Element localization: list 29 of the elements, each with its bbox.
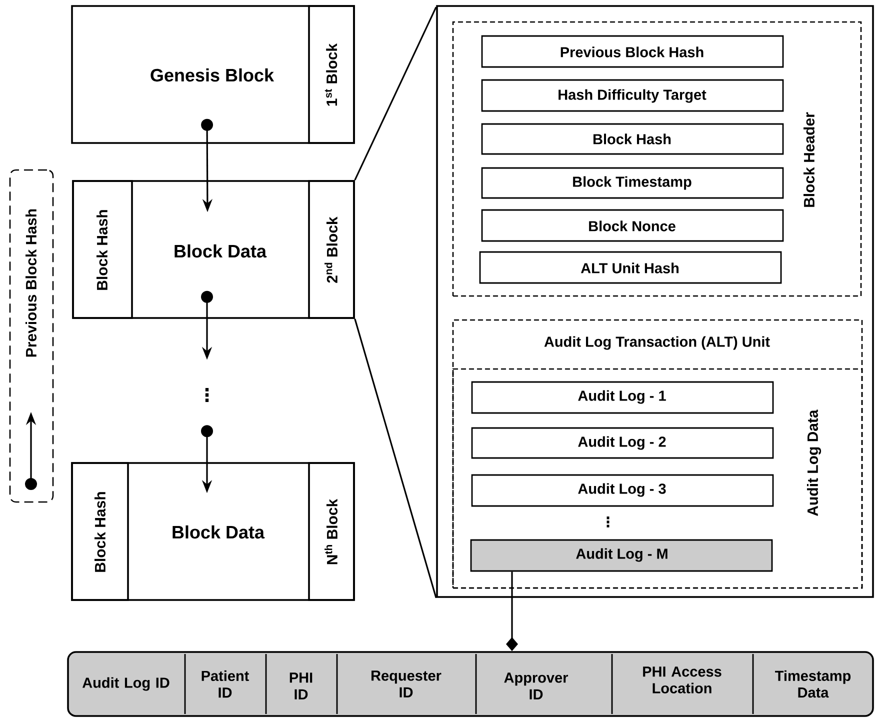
field-box: Block Hash — [481, 123, 784, 155]
key-box: Previous Block Hash — [9, 169, 54, 503]
field-box: Block Timestamp — [481, 167, 784, 199]
table-cell: Requester ID — [372, 670, 442, 698]
log-box: Audit Log - 1 — [471, 381, 774, 414]
table-cell: PHI ID — [290, 672, 312, 700]
ellipsis: ⋮ — [205, 388, 209, 402]
detail-panel — [436, 5, 874, 598]
field-box: Previous Block Hash — [481, 35, 784, 68]
zoom-line — [354, 6, 437, 180]
table-cell: Timestamp Data — [775, 670, 851, 698]
log-box: Audit Log - M — [470, 539, 773, 572]
block-label-cell: 1$^{st}$ Block — [308, 5, 355, 144]
ellipsis: ⋮ — [606, 516, 610, 528]
field-box: Hash Difficulty Target — [481, 79, 784, 112]
record-table — [67, 651, 874, 717]
field-box: Block Nonce — [481, 209, 784, 242]
zoom-line — [354, 318, 437, 598]
block-hash-cell: Block Hash — [72, 180, 133, 319]
table-cell: Approver ID — [504, 672, 568, 700]
block-label-cell: N$^{th}$ Block — [308, 462, 355, 601]
field-box: ALT Unit Hash — [479, 251, 782, 284]
block-label-cell: 2$^{nd}$ Block — [308, 180, 355, 319]
table-cell: PHI Access Location — [643, 666, 722, 694]
block-hash-cell: Block Hash — [71, 462, 129, 601]
log-box: Audit Log - 3 — [471, 474, 774, 507]
log-box: Audit Log - 2 — [471, 427, 774, 459]
table-cell: Audit Log ID — [82, 677, 170, 691]
table-cell: Patient ID — [202, 670, 249, 698]
